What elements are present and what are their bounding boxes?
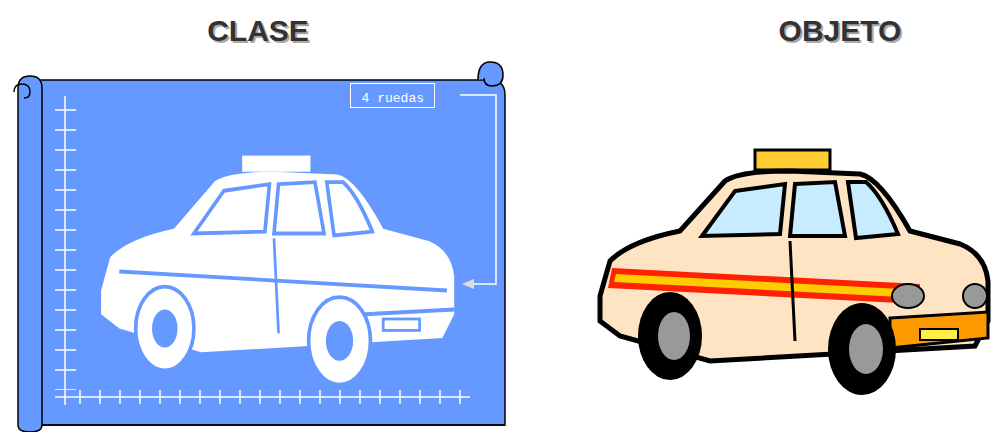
taxi-car [600,150,988,395]
callout-text: 4 ruedas [362,91,424,106]
heading-label: OBJETO [779,14,902,48]
heading-label: CLASE [207,14,309,48]
blueprint-car [101,156,454,385]
blueprint-axes [55,96,470,405]
leader-line [460,95,496,289]
callout-box: 4 ruedas [350,83,435,108]
blueprint-scroll [14,62,505,432]
